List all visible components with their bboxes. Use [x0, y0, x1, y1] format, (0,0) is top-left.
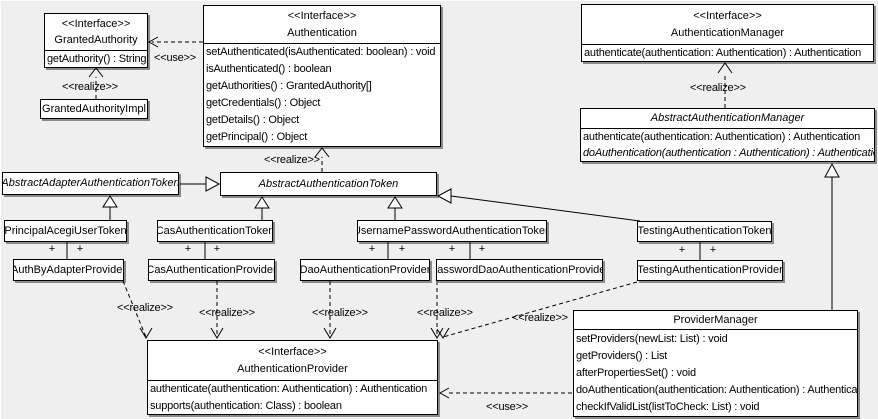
realize-edge-abstractauthenticationtoken: [314, 147, 330, 172]
class-name: AuthByAdapterProvider: [13, 263, 124, 276]
class-name: AuthenticationProvider: [237, 362, 348, 375]
multiplicity-plus: +: [184, 243, 192, 255]
multiplicity-plus: +: [478, 243, 486, 255]
method: afterPropertiesSet() : void: [576, 366, 696, 379]
method: supports(authentication: Class) : boolea…: [150, 399, 342, 412]
class-authentication-manager[interactable]: <<Interface>> AuthenticationManager auth…: [581, 4, 874, 62]
multiplicity-plus: +: [76, 243, 84, 255]
method: authenticate(authentication: Authenticat…: [584, 46, 862, 59]
realize-label: <<realize>>: [690, 82, 746, 94]
method: getAuthority() : String: [47, 52, 147, 65]
realize-label: <<realize>>: [117, 302, 173, 314]
class-dao-authentication-provider[interactable]: DaoAuthenticationProvider: [300, 259, 430, 281]
stereotype: <<Interface>>: [693, 9, 762, 22]
stereotype: <<Interface>>: [258, 345, 327, 358]
method: setAuthenticated(isAuthenticated: boolea…: [206, 46, 436, 59]
use-label: <<use>>: [154, 52, 197, 64]
class-provider-manager[interactable]: ProviderManager setProviders(newList: Li…: [573, 310, 858, 417]
class-cas-authentication-token[interactable]: CasAuthenticationToken: [157, 220, 273, 242]
gen-edge-providermanager: [824, 162, 840, 310]
multiplicity-plus: +: [48, 243, 56, 255]
class-testing-authentication-token[interactable]: TestingAuthenticationToken: [637, 221, 772, 242]
class-name: AbstractAuthenticationManager: [650, 112, 805, 125]
method: getProviders() : List: [576, 349, 668, 362]
multiplicity-plus: +: [368, 243, 376, 255]
class-abstract-adapter-authentication-token[interactable]: AbstractAdapterAuthenticationToken: [2, 172, 179, 195]
method: getDetails() : Object: [206, 114, 300, 127]
realize-edge-grantedauthorityimpl: [88, 67, 104, 99]
assoc-edges-token-provider: [66, 242, 701, 260]
method: setProviders(newList: List) : void: [576, 332, 728, 345]
class-name: CasAuthenticationProvider: [148, 263, 275, 276]
class-name: DaoAuthenticationProvider: [300, 263, 430, 276]
method: getPrincipal() : Object: [206, 131, 308, 144]
realize-edge-abstractauthenticationmanager: [717, 62, 733, 108]
class-name: PrincipalAcegiUserToken: [4, 224, 127, 237]
realize-edges-providers: [122, 280, 638, 339]
realize-label: <<realize>>: [199, 307, 255, 319]
use-edge-authentication-grantedauthority: [147, 36, 203, 48]
class-name: CasAuthenticationToken: [157, 224, 273, 237]
class-cas-authentication-provider[interactable]: CasAuthenticationProvider: [148, 259, 275, 281]
class-name: PasswordDaoAuthenticationProvider: [436, 263, 603, 276]
class-abstract-authentication-token[interactable]: AbstractAuthenticationToken: [220, 172, 437, 196]
class-principal-acegi-user-token[interactable]: PrincipalAcegiUserToken: [4, 220, 127, 242]
gen-edge-testingtoken: [436, 188, 641, 222]
multiplicity-plus: +: [448, 243, 456, 255]
class-abstract-authentication-manager[interactable]: AbstractAuthenticationManager authentica…: [580, 108, 875, 162]
method: doAuthentication(authentication: Authent…: [576, 384, 857, 397]
class-granted-authority-impl[interactable]: GrantedAuthorityImpl: [40, 99, 148, 119]
method: authenticate(authentication: Authenticat…: [150, 383, 428, 396]
class-authentication[interactable]: <<Interface>> Authentication setAuthenti…: [203, 5, 441, 147]
class-auth-by-adapter-provider[interactable]: AuthByAdapterProvider: [13, 259, 124, 281]
class-name: TestingAuthenticationProvider: [637, 264, 783, 277]
realize-label: <<realize>>: [264, 154, 320, 166]
class-password-dao-authentication-provider[interactable]: PasswordDaoAuthenticationProvider: [436, 259, 603, 281]
multiplicity-plus: +: [709, 244, 717, 256]
multiplicity-plus: +: [678, 244, 686, 256]
method: isAuthenticated() : boolean: [206, 63, 332, 76]
class-granted-authority[interactable]: <<Interface>> GrantedAuthority getAuthor…: [44, 13, 148, 68]
class-testing-authentication-provider[interactable]: TestingAuthenticationProvider: [637, 260, 783, 281]
class-name: UsernamePasswordAuthenticationToken: [357, 224, 547, 237]
realize-label: <<realize>>: [417, 307, 473, 319]
gen-edge-principaltoken: [102, 195, 118, 220]
gen-edge-usernamepasswordtoken: [387, 196, 403, 220]
method: checkIfValidList(listToCheck: List) : vo…: [576, 401, 760, 414]
multiplicity-plus: +: [398, 243, 406, 255]
stereotype: <<Interface>>: [61, 17, 131, 30]
class-name: ProviderManager: [673, 313, 758, 326]
stereotype: <<Interface>>: [287, 10, 357, 23]
class-name: AbstractAuthenticationToken: [258, 177, 399, 190]
class-name: GrantedAuthority: [54, 33, 138, 46]
class-name: TestingAuthenticationToken: [637, 225, 772, 238]
class-username-password-authentication-token[interactable]: UsernamePasswordAuthenticationToken: [357, 220, 547, 242]
gen-edge-adaptertoken: [180, 176, 221, 192]
gen-edge-castoken: [254, 196, 270, 220]
method: getAuthorities() : GrantedAuthority[]: [206, 80, 372, 93]
use-label: <<use>>: [486, 401, 529, 413]
class-name: Authentication: [287, 26, 357, 39]
realize-label: <<realize>>: [512, 312, 568, 324]
class-name: AbstractAdapterAuthenticationToken: [2, 177, 179, 190]
class-authentication-provider[interactable]: <<Interface>> AuthenticationProvider aut…: [147, 340, 438, 415]
method: getCredentials() : Object: [206, 97, 321, 110]
realize-label: <<realize>>: [312, 307, 368, 319]
use-edge-providermanager: [438, 387, 572, 399]
realize-label: <<realize>>: [62, 81, 118, 93]
method: authenticate(authentication: Authenticat…: [583, 130, 861, 143]
class-name: GrantedAuthorityImpl: [42, 102, 146, 115]
multiplicity-plus: +: [213, 243, 221, 255]
class-name: AuthenticationManager: [670, 26, 785, 39]
method: doAuthentication(authentication : Authen…: [583, 146, 874, 159]
